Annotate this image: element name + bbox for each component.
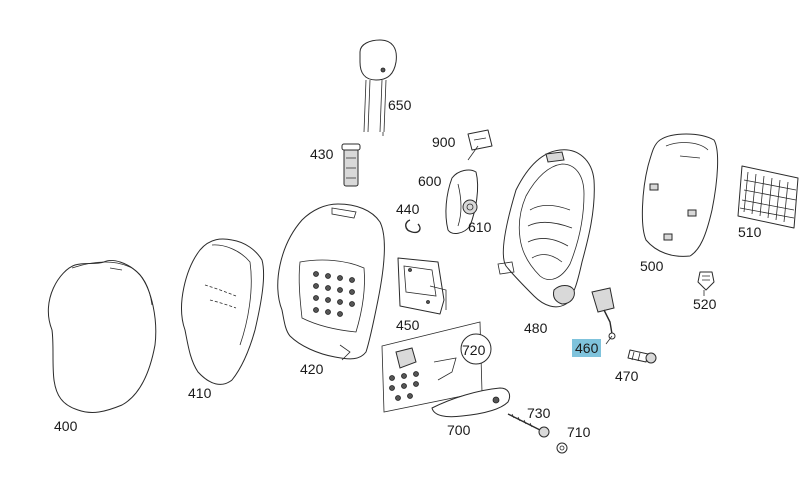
label-500[interactable]: 500 xyxy=(640,258,664,274)
part-470-bolt[interactable] xyxy=(627,349,657,364)
label-510[interactable]: 510 xyxy=(738,224,762,240)
label-480[interactable]: 480 xyxy=(524,320,548,336)
part-610-nut[interactable] xyxy=(462,199,478,215)
label-400[interactable]: 400 xyxy=(54,418,78,434)
part-400-cushion-cover[interactable] xyxy=(47,260,157,413)
label-520[interactable]: 520 xyxy=(693,296,717,312)
part-420-backrest-cover[interactable] xyxy=(277,203,385,361)
label-420[interactable]: 420 xyxy=(300,361,324,377)
part-730-screw[interactable] xyxy=(507,413,550,438)
label-730[interactable]: 730 xyxy=(527,405,551,421)
part-600-side-trim[interactable] xyxy=(445,169,479,234)
label-470[interactable]: 470 xyxy=(615,368,639,384)
label-430[interactable]: 430 xyxy=(310,146,334,162)
label-710[interactable]: 710 xyxy=(567,424,591,440)
part-440-clip[interactable] xyxy=(405,219,421,234)
label-650[interactable]: 650 xyxy=(388,97,412,113)
part-450-panel[interactable] xyxy=(397,257,447,315)
label-600[interactable]: 600 xyxy=(418,173,442,189)
part-430-headrest-guide[interactable] xyxy=(341,143,361,187)
part-510-net-pocket[interactable] xyxy=(737,165,799,229)
part-460-belt-buckle[interactable] xyxy=(591,287,616,340)
label-410[interactable]: 410 xyxy=(188,385,212,401)
label-450[interactable]: 450 xyxy=(396,317,420,333)
label-610[interactable]: 610 xyxy=(468,219,492,235)
leader-lines xyxy=(382,132,705,345)
part-650-headrest[interactable] xyxy=(359,39,397,133)
part-520-clip[interactable] xyxy=(697,271,715,291)
label-460[interactable]: 460 xyxy=(572,339,602,357)
label-440[interactable]: 440 xyxy=(396,201,420,217)
part-480-backrest-frame[interactable] xyxy=(497,149,595,308)
part-710-cap[interactable] xyxy=(556,442,568,454)
label-700[interactable]: 700 xyxy=(447,422,471,438)
label-900[interactable]: 900 xyxy=(432,134,456,150)
label-720[interactable]: 720 xyxy=(462,342,486,358)
part-900-pad[interactable] xyxy=(467,129,493,151)
part-500-rear-panel[interactable] xyxy=(641,133,719,257)
part-700-lever-cover[interactable] xyxy=(431,387,511,418)
part-410-seat-foam[interactable] xyxy=(181,238,265,385)
